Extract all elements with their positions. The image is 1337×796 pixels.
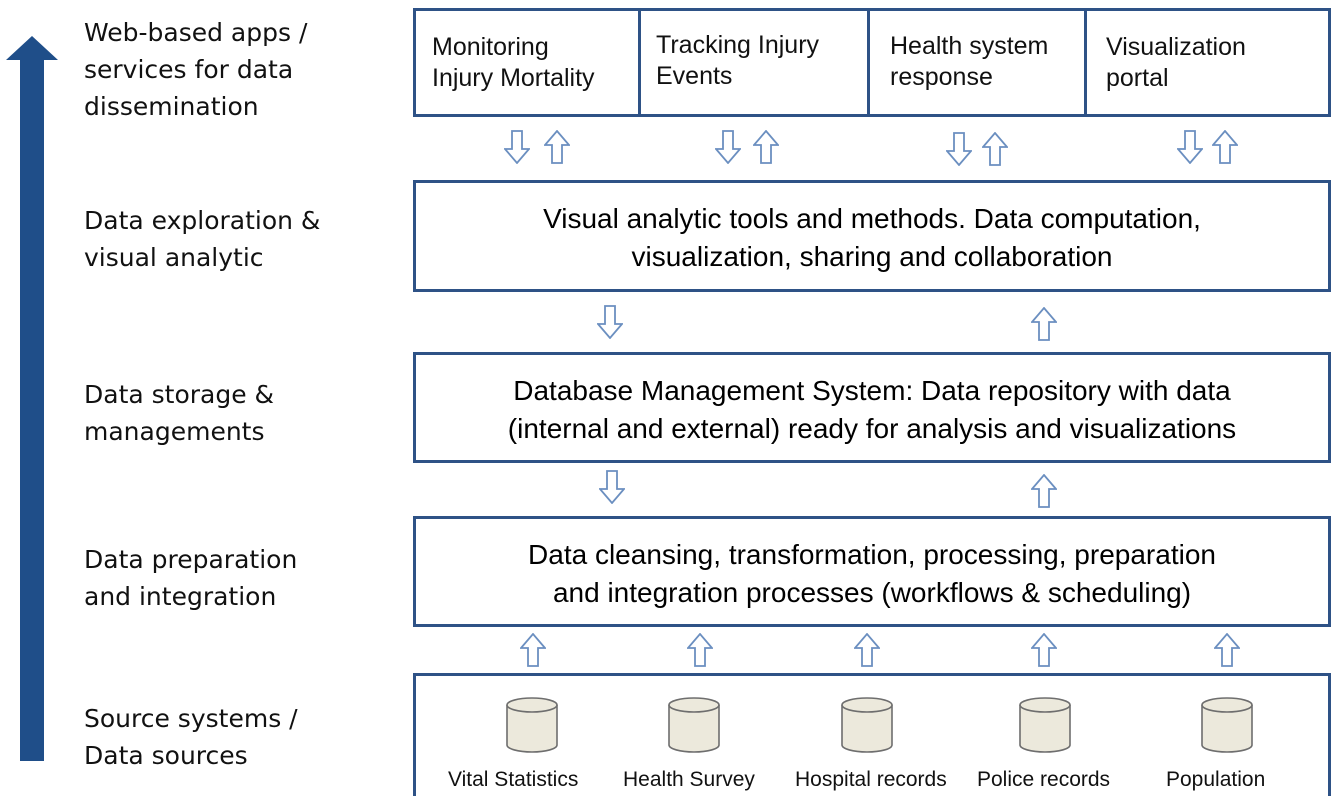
layer-label-storage: Data storage & managements — [84, 380, 275, 446]
preparation-text: Data cleansing, transformation, processi… — [528, 539, 1216, 608]
preparation-box: Data cleansing, transformation, processi… — [413, 516, 1331, 627]
up-arrow-icon — [1031, 307, 1057, 341]
down-arrow-icon — [599, 470, 625, 504]
source-label-vital-statistics: Vital Statistics — [448, 768, 579, 791]
up-arrow-icon — [1031, 633, 1057, 667]
apps-divider — [867, 11, 870, 114]
database-icon — [668, 697, 720, 753]
up-arrow-icon — [753, 130, 779, 164]
app-visualization-portal: Visualization portal — [1106, 33, 1246, 92]
analytics-box: Visual analytic tools and methods. Data … — [413, 180, 1331, 292]
app-monitoring-injury-mortality: Monitoring Injury Mortality — [432, 33, 595, 92]
database-icon — [1201, 697, 1253, 753]
up-arrow-icon — [1214, 633, 1240, 667]
up-arrow-icon — [1212, 130, 1238, 164]
down-arrow-icon — [715, 130, 741, 164]
storage-text: Database Management System: Data reposit… — [507, 375, 1237, 444]
vertical-up-arrow-icon — [6, 36, 58, 761]
storage-box: Database Management System: Data reposit… — [413, 352, 1331, 463]
apps-divider — [1084, 11, 1087, 114]
database-icon — [841, 697, 893, 753]
sources-box: Vital Statistics Health Survey Hospital … — [413, 673, 1331, 796]
layer-label-web-apps: Web-based apps / services for data disse… — [84, 18, 308, 121]
apps-divider — [638, 11, 641, 114]
layer-label-exploration: Data exploration & visual analytic — [84, 206, 321, 272]
database-icon — [506, 697, 558, 753]
database-icon — [1019, 697, 1071, 753]
app-tracking-injury-events: Tracking Injury Events — [656, 31, 820, 90]
up-arrow-icon — [520, 633, 546, 667]
layer-label-preparation: Data preparation and integration — [84, 545, 298, 611]
source-label-police-records: Police records — [977, 768, 1111, 791]
down-arrow-icon — [597, 305, 623, 339]
up-arrow-icon — [982, 132, 1008, 166]
down-arrow-icon — [504, 130, 530, 164]
layer-label-sources: Source systems / Data sources — [84, 704, 298, 770]
up-arrow-icon — [854, 633, 880, 667]
down-arrow-icon — [1177, 130, 1203, 164]
source-label-hospital-records: Hospital records — [795, 768, 947, 791]
analytics-text: Visual analytic tools and methods. Data … — [543, 203, 1201, 272]
up-arrow-icon — [544, 130, 570, 164]
source-label-population: Population — [1166, 768, 1266, 791]
down-arrow-icon — [946, 132, 972, 166]
app-health-system-response: Health system response — [890, 32, 1049, 91]
source-label-health-survey: Health Survey — [623, 768, 755, 791]
up-arrow-icon — [1031, 474, 1057, 508]
apps-box: Monitoring Injury Mortality Tracking Inj… — [413, 8, 1331, 117]
up-arrow-icon — [687, 633, 713, 667]
